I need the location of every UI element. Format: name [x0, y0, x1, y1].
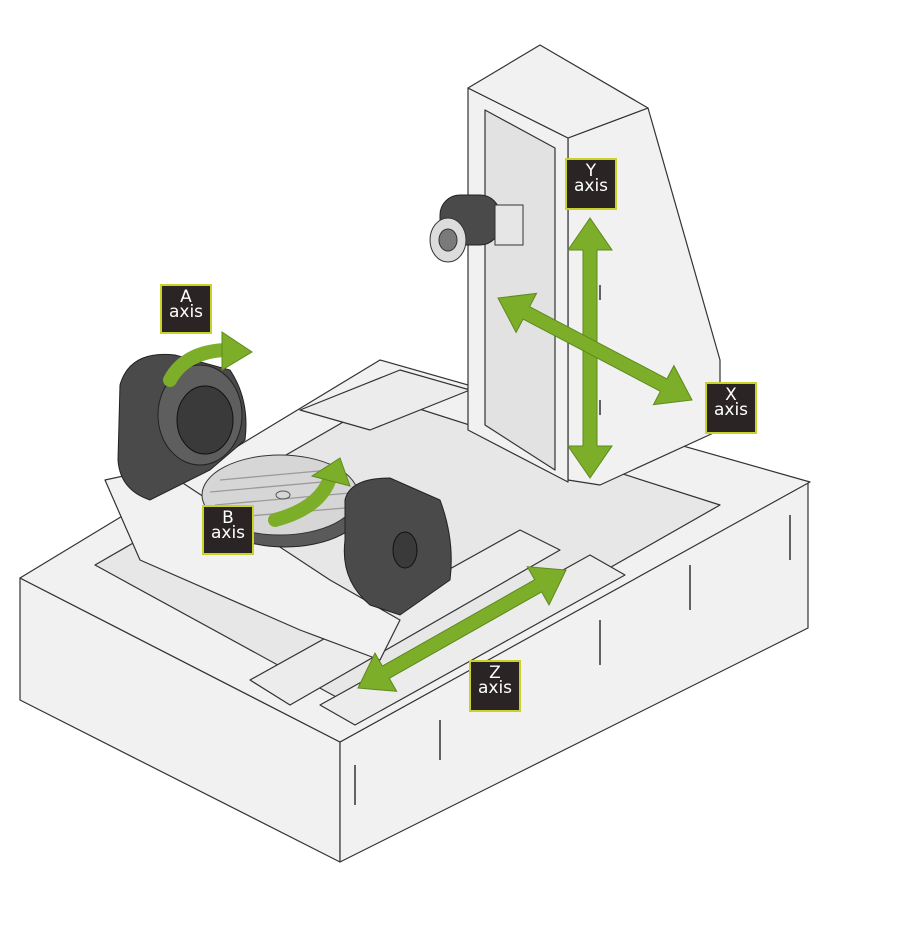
x-axis-word: axis: [713, 400, 749, 420]
b-axis-label: B axis: [202, 505, 254, 555]
z-axis-word: axis: [477, 678, 513, 698]
x-axis-label: X axis: [705, 382, 757, 434]
a-axis-letter: A: [180, 287, 192, 307]
trunnion-cradle: [104, 467, 401, 661]
b-axis-arrow-head: [310, 457, 351, 487]
b-axis-letter: B: [222, 508, 234, 528]
y-axis-label: Y axis: [565, 158, 617, 210]
b-axis-arrow: [268, 471, 337, 527]
a-axis-arrow-head: [221, 331, 253, 371]
x-axis-letter: X: [725, 385, 737, 405]
axis-arrows: [163, 217, 693, 692]
trunnion-right-housing: [343, 477, 452, 616]
column-guide: [484, 109, 556, 471]
column-top: [467, 44, 649, 139]
spindle-head: [429, 194, 524, 263]
a-axis-word: axis: [168, 302, 204, 322]
z-axis-label: Z axis: [469, 660, 521, 712]
x-axis-arrow: [497, 292, 693, 406]
y-axis-letter: Y: [585, 161, 597, 181]
b-axis-word: axis: [210, 523, 246, 543]
a-axis-arrow: [163, 343, 232, 387]
y-axis-word: axis: [573, 176, 609, 196]
z-axis-letter: Z: [489, 663, 501, 683]
z-axis-arrow: [357, 566, 567, 692]
a-axis-label: A axis: [160, 284, 212, 334]
trunnion-left-housing: [117, 353, 247, 501]
